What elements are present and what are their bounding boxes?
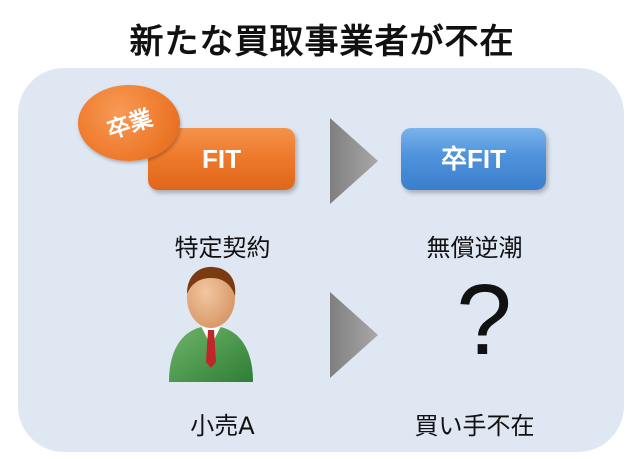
post-fit-box: 卒FIT (401, 128, 546, 190)
graduation-badge-text: 卒業 (104, 105, 156, 145)
person-icon (169, 266, 253, 382)
specified-contract-label: 特定契約 (174, 234, 271, 262)
chevron-arrow-icon (330, 292, 378, 378)
retailer-a-label: 小売A (190, 412, 255, 440)
graduation-badge: 卒業 (78, 85, 180, 161)
question-mark: ? (456, 264, 512, 376)
free-reverse-flow-label: 無償逆潮 (426, 234, 523, 262)
no-buyer-label: 買い手不在 (414, 412, 535, 440)
chevron-arrow-icon (330, 118, 378, 204)
diagram-title: 新たな買取事業者が不在 (129, 22, 515, 62)
